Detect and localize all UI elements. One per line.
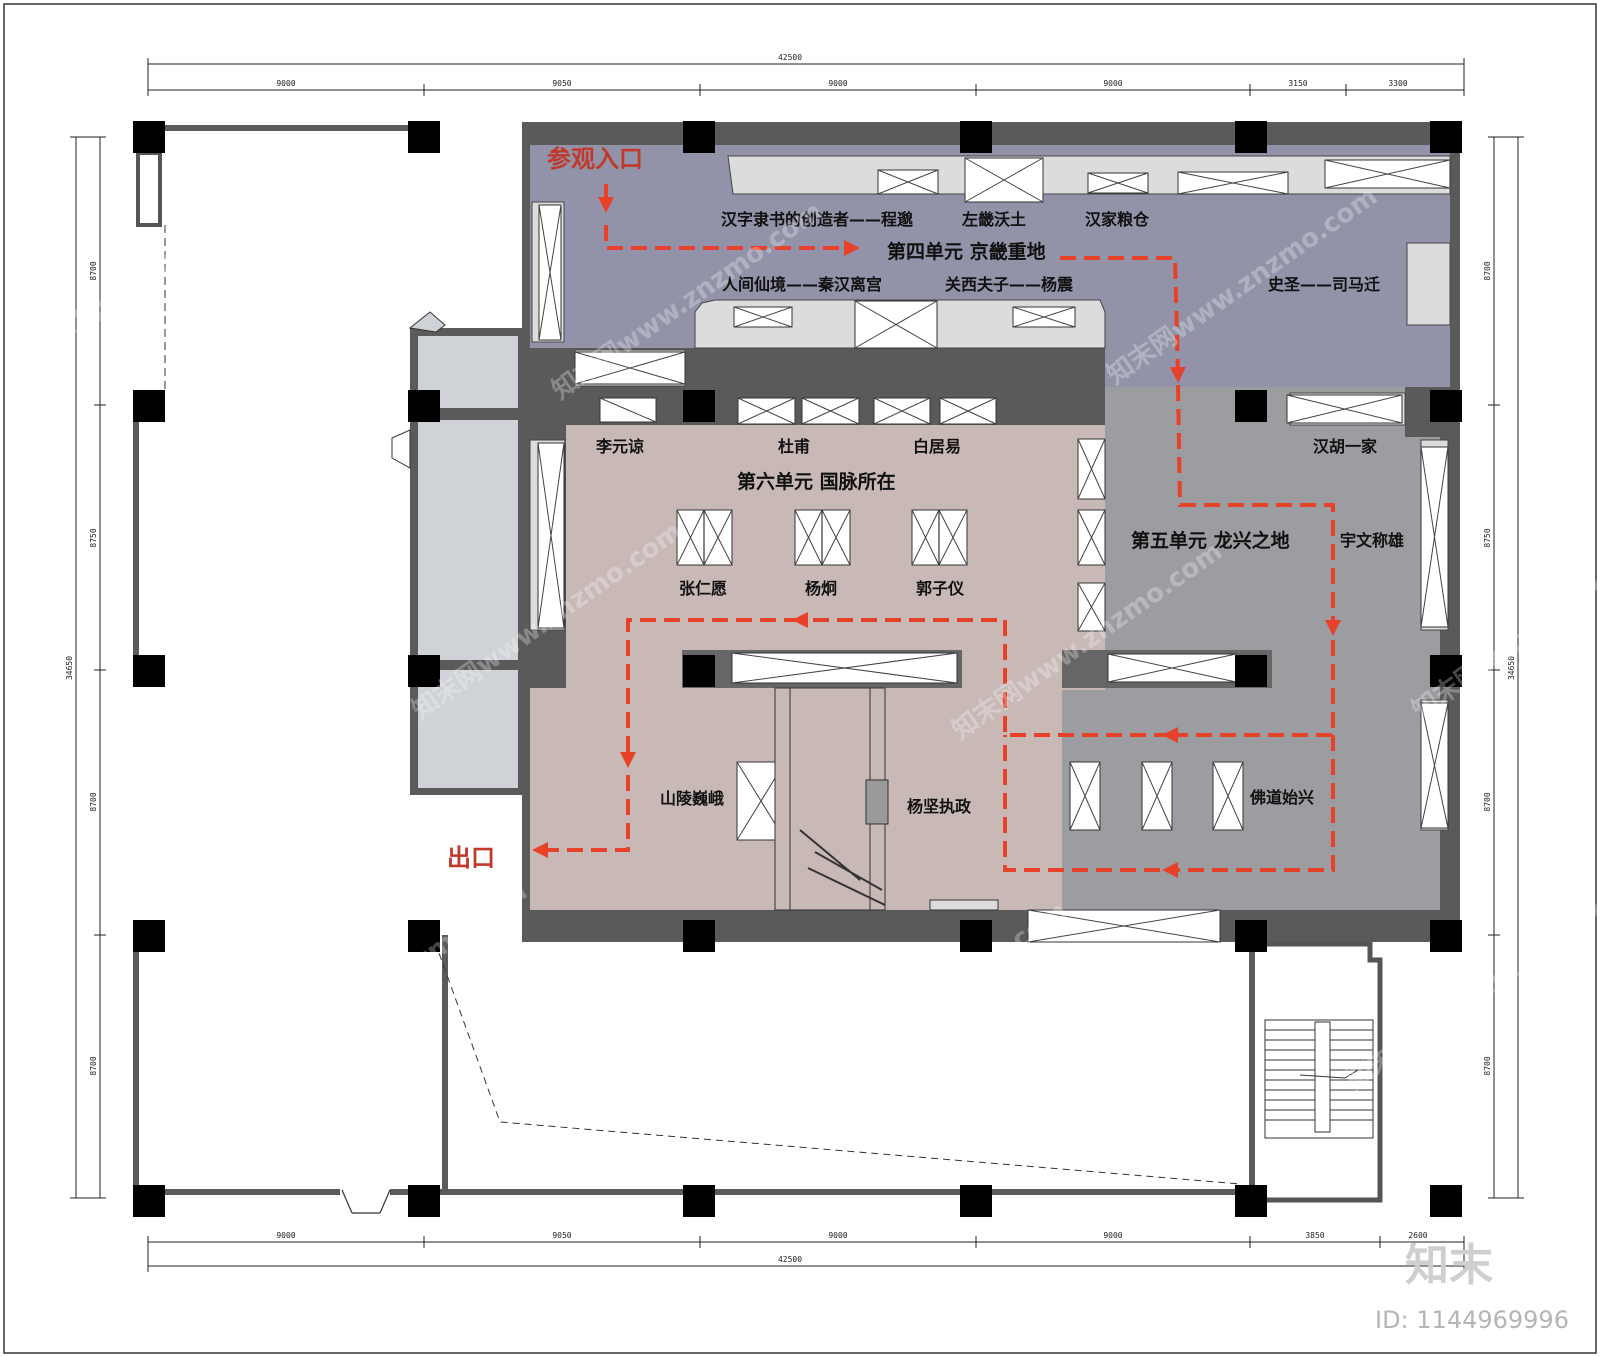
exhibit-label-hanhuyijia: 汉胡一家 [1313, 437, 1378, 456]
exhibit-label-hanjialiangcang: 汉家粮仓 [1085, 210, 1150, 229]
dim-right-seg: 8750 [1483, 528, 1492, 547]
exhibit-label-guanxifuzi: 关西夫子——杨震 [945, 275, 1074, 294]
dim-bottom-seg: 9050 [552, 1231, 571, 1240]
dim-bottom-seg: 2600 [1408, 1231, 1427, 1240]
dim-right-seg: 8700 [1483, 1056, 1492, 1075]
exhibit-label-guoziyi: 郭子仪 [916, 579, 965, 598]
display-case-dividers [703, 510, 940, 565]
exhibit-label-yuwenchengxiong: 宇文称雄 [1340, 531, 1404, 550]
exhibit-label-zuojifutu: 左畿沃土 [961, 210, 1026, 229]
ramp-dashed-outline [434, 941, 1241, 1185]
brand-watermark: 知末 [1405, 1240, 1493, 1291]
dim-top-seg: 9000 [1103, 79, 1122, 88]
exhibit-label-shanlingweie: 山陵巍峨 [660, 789, 724, 808]
exhibit-label-fodaoshixing: 佛道始兴 [1249, 788, 1314, 807]
central-wall-east-x [1107, 653, 1237, 683]
dim-right-total: 34650 [1507, 656, 1516, 680]
dim-left-total: 34650 [65, 656, 74, 680]
dim-bottom-seg: 9000 [828, 1231, 847, 1240]
exhibit-label-dufu: 杜甫 [778, 437, 810, 456]
exhibit-label-chengmiao: 汉字隶书的创造者——程邈 [721, 210, 914, 229]
visitor-route [532, 184, 1341, 878]
dim-top-seg: 3300 [1388, 79, 1407, 88]
dim-bottom-seg: 9000 [1103, 1231, 1122, 1240]
exhibit-label-baijuyi: 白居易 [913, 437, 961, 456]
dim-top-seg: 9000 [276, 79, 295, 88]
left-building-walls [133, 125, 1255, 1197]
unit5-zone [1062, 387, 1450, 910]
dim-top-seg: 3150 [1288, 79, 1307, 88]
dim-top-seg: 9050 [552, 79, 571, 88]
central-tunnel [774, 687, 999, 911]
dim-left-seg: 8700 [89, 261, 98, 280]
dim-bottom-seg: 3850 [1305, 1231, 1324, 1240]
exhibit-label-renjianxianjing: 人间仙境——秦汉离宫 [722, 275, 882, 294]
watermark-text: 知末网www.znzmo.com [27, 156, 308, 365]
dim-left-seg: 8700 [89, 1056, 98, 1075]
exhibit-label-zhangrenyuan: 张仁愿 [679, 579, 727, 598]
dim-top-seg: 9000 [828, 79, 847, 88]
dim-right-seg: 8700 [1483, 261, 1492, 280]
dimension-lines [70, 58, 1524, 1272]
west-corridor [391, 311, 525, 795]
image-id: ID: 1144969996 [1375, 1306, 1569, 1334]
dim-bottom-total: 42500 [778, 1255, 802, 1264]
exhibit-label-yangjiong: 杨炯 [805, 579, 837, 598]
exhibit-label-liyuanliang: 李元谅 [595, 437, 644, 456]
exit-label: 出口 [447, 844, 495, 872]
exhibit-label-yangjianzhizheng: 杨坚执政 [907, 797, 972, 816]
unit6-title: 第六单元 国脉所在 [737, 470, 896, 493]
dim-left-seg: 8700 [89, 792, 98, 811]
dimension-labels: 42500 9000 9050 9000 9000 3150 3300 9000… [65, 53, 1516, 1264]
dim-right-seg: 8700 [1483, 792, 1492, 811]
dim-top-total: 42500 [778, 53, 802, 62]
lower-door-swing [341, 1189, 391, 1214]
left-window-frame [136, 151, 162, 227]
central-wall-west-x [731, 652, 958, 684]
watermark-text: 知末网www.znzmo.com [252, 876, 533, 1085]
dim-left-seg: 8750 [89, 528, 98, 547]
entrance-label: 参观入口 [547, 145, 643, 173]
stairwell [1255, 941, 1383, 1203]
dim-bottom-seg: 9000 [276, 1231, 295, 1240]
unit5-title: 第五单元 龙兴之地 [1131, 529, 1290, 552]
drawing-border [3, 3, 1597, 1354]
unit4-title: 第四单元 京畿重地 [887, 240, 1046, 263]
structural-columns [133, 121, 1462, 1217]
exhibit-label-shisheng: 史圣——司马迁 [1268, 275, 1380, 294]
